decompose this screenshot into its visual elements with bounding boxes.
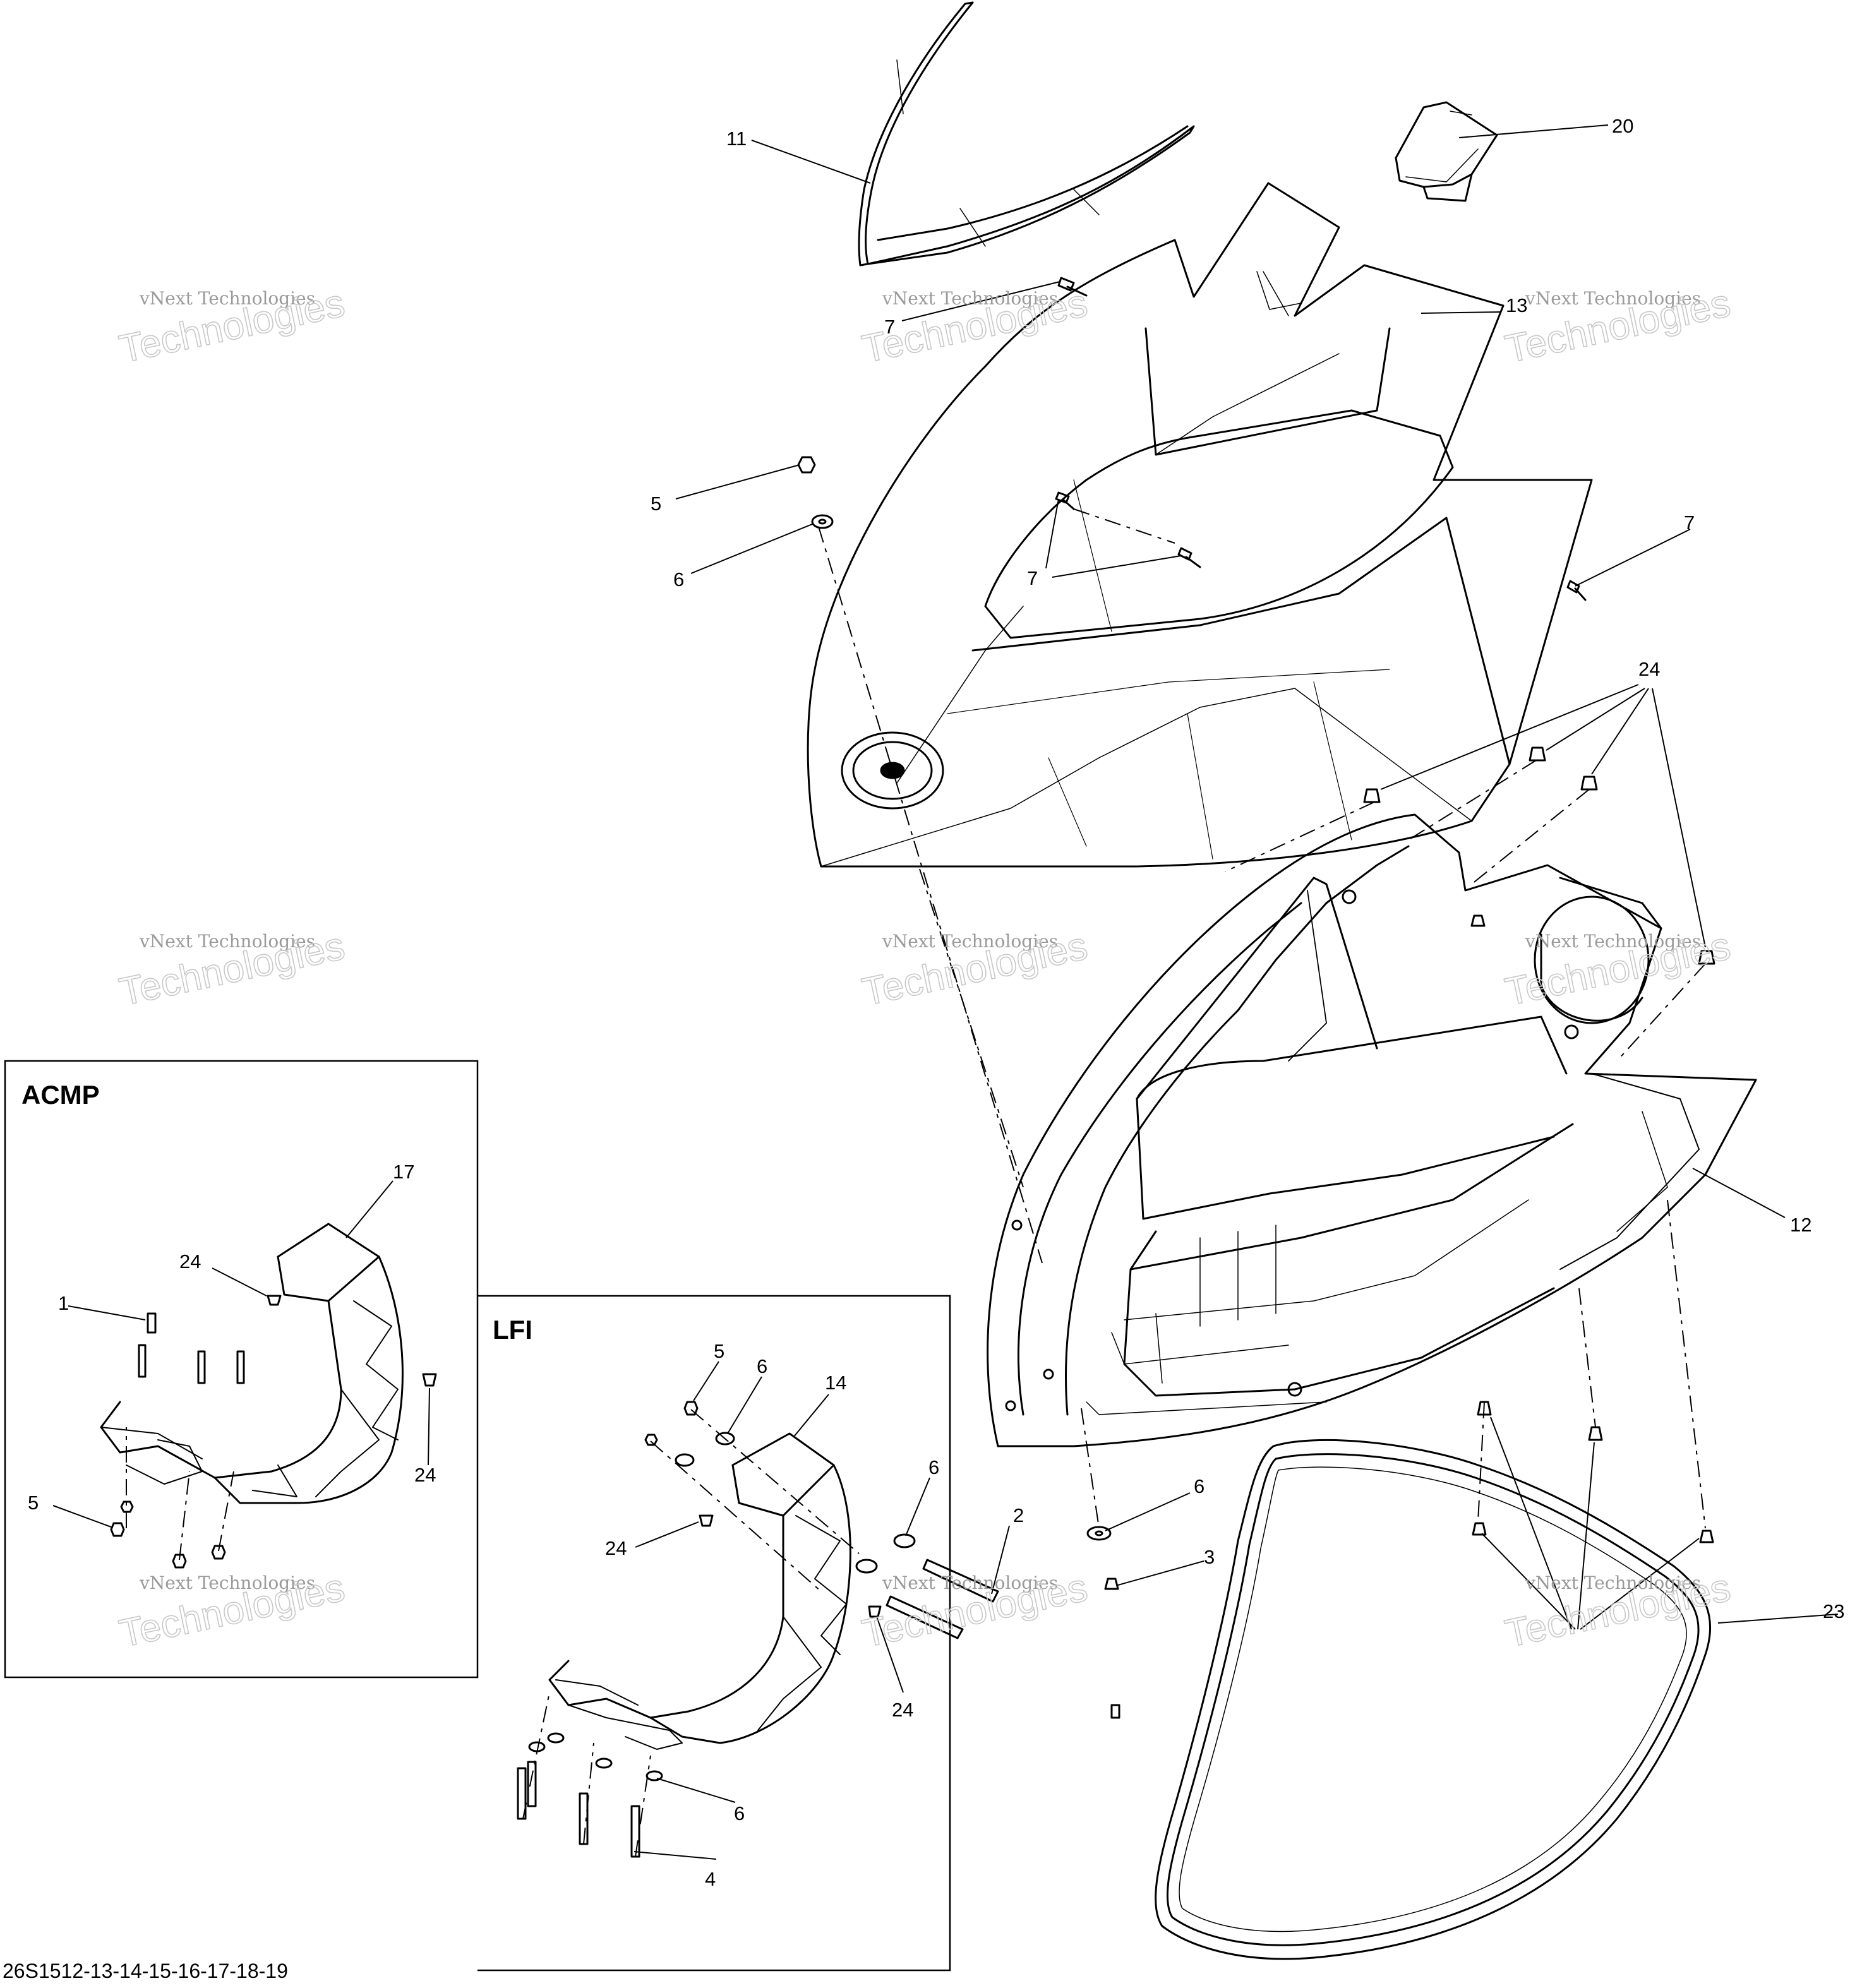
fasteners-screws bbox=[1055, 277, 1587, 601]
callout-23: 23 bbox=[1823, 1600, 1844, 1622]
part-windshield-trim bbox=[858, 1, 1195, 266]
watermark-line: vNext Technologies bbox=[1525, 1572, 1701, 1593]
part-storage-bin bbox=[987, 813, 1757, 1447]
callout-11: 11 bbox=[726, 128, 747, 150]
callout-labels: 11 20 7 13 5 6 7 7 24 12 17 24 1 24 5 5 … bbox=[28, 115, 1844, 1890]
callout-5: 5 bbox=[714, 1340, 724, 1362]
callout-5: 5 bbox=[28, 1492, 39, 1514]
part-gasket-seal bbox=[1155, 1439, 1712, 1960]
drawing-code: 26S1512-13-14-15-16-17-18-19 bbox=[3, 1960, 288, 1982]
callout-13: 13 bbox=[1506, 294, 1527, 316]
part-acmp-bracket bbox=[100, 1223, 404, 1504]
watermark-line: vNext Technologies bbox=[882, 288, 1058, 309]
part-rods bbox=[886, 1559, 999, 1639]
callout-7: 7 bbox=[1027, 567, 1038, 589]
lfi-inset-frame bbox=[478, 1295, 951, 1972]
callout-2: 2 bbox=[1013, 1504, 1024, 1526]
leader-lines bbox=[52, 124, 1839, 1860]
callout-24: 24 bbox=[892, 1699, 913, 1721]
callout-1: 1 bbox=[58, 1292, 69, 1314]
callout-6: 6 bbox=[928, 1456, 939, 1478]
acmp-inset-title: ACMP bbox=[21, 1080, 100, 1110]
lfi-inset-title: LFI bbox=[493, 1315, 532, 1344]
callout-6: 6 bbox=[734, 1802, 745, 1824]
callout-17: 17 bbox=[393, 1161, 414, 1183]
callout-7: 7 bbox=[884, 316, 895, 338]
callout-20: 20 bbox=[1612, 115, 1633, 137]
part-cap bbox=[1395, 101, 1498, 202]
callout-24: 24 bbox=[179, 1250, 201, 1272]
callout-24: 24 bbox=[1638, 658, 1660, 680]
part-lfi-bracket bbox=[548, 1432, 851, 1750]
callout-6: 6 bbox=[757, 1355, 767, 1377]
callout-5: 5 bbox=[651, 493, 661, 515]
callout-6: 6 bbox=[1194, 1475, 1204, 1497]
watermark-line: vNext Technologies bbox=[882, 931, 1058, 952]
fasteners-nuts-washers bbox=[110, 456, 1715, 1858]
callout-4: 4 bbox=[705, 1868, 716, 1890]
watermark-line: vNext Technologies bbox=[139, 288, 315, 309]
callout-24: 24 bbox=[605, 1537, 627, 1559]
watermark-line: vNext Technologies bbox=[139, 931, 315, 952]
alignment-lines bbox=[126, 508, 1706, 1857]
callout-12: 12 bbox=[1790, 1214, 1811, 1236]
watermark-line: vNext Technologies bbox=[1525, 931, 1701, 952]
watermark-line: vNext Technologies bbox=[1525, 288, 1701, 309]
part-front-cover bbox=[807, 182, 1593, 868]
callout-14: 14 bbox=[825, 1372, 846, 1394]
watermark-group: vNext Technologies Technologies vNext Te… bbox=[115, 281, 1734, 1656]
watermark-line: vNext Technologies bbox=[139, 1572, 315, 1593]
acmp-inset-frame bbox=[4, 1060, 479, 1679]
callout-3: 3 bbox=[1204, 1546, 1215, 1568]
watermark-line: vNext Technologies bbox=[882, 1572, 1058, 1593]
callout-24: 24 bbox=[414, 1464, 436, 1486]
callout-6: 6 bbox=[673, 568, 684, 590]
callout-7: 7 bbox=[1684, 512, 1695, 534]
